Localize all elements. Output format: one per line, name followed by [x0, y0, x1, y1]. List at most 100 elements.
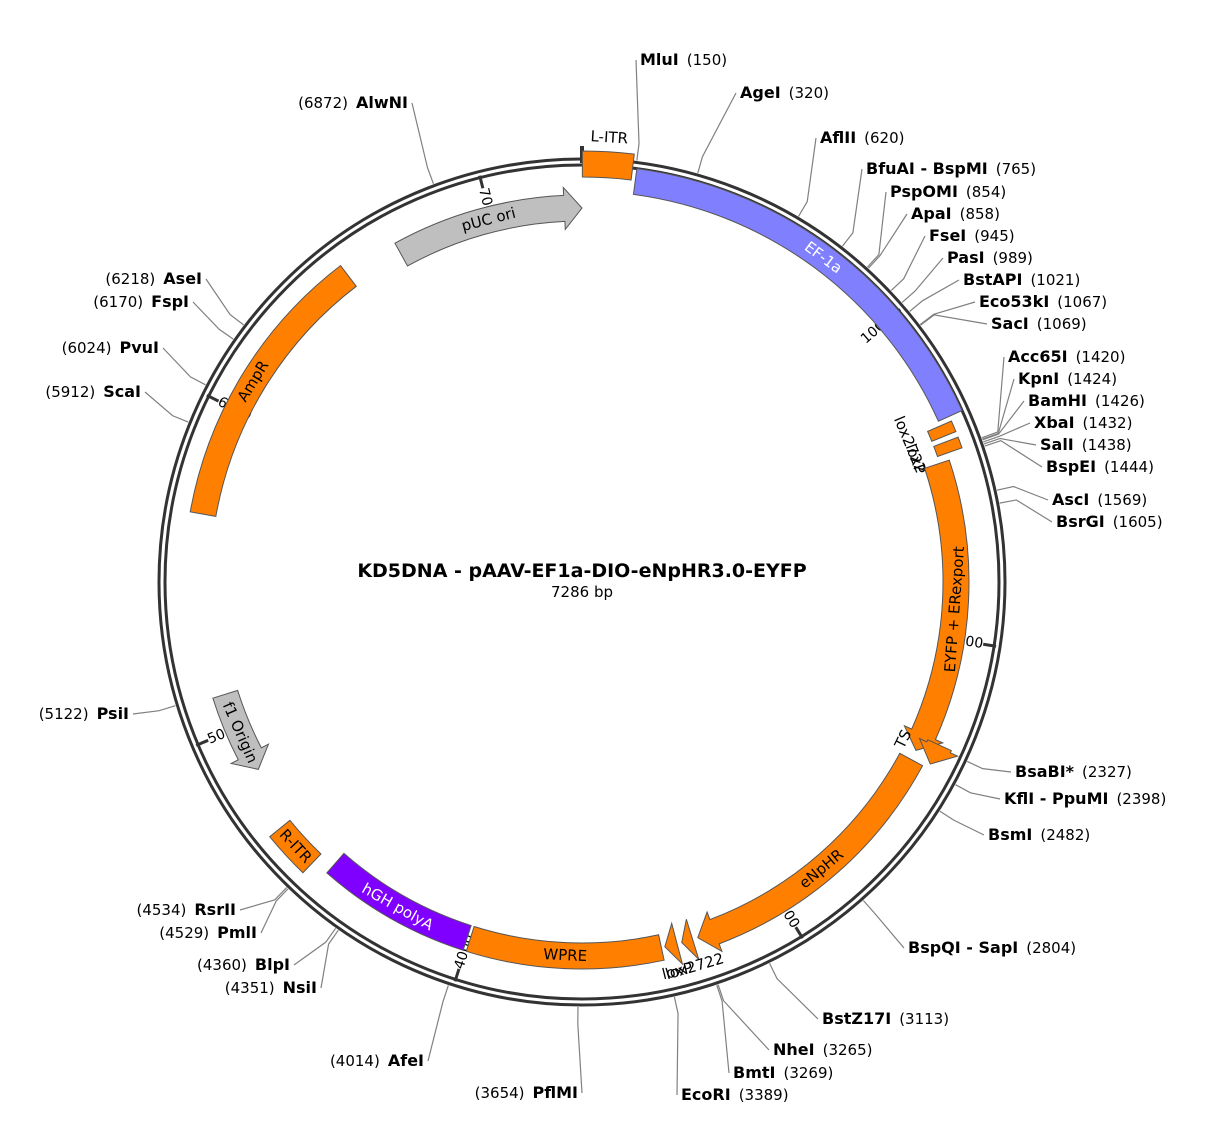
site-leader [890, 235, 926, 291]
site-label: BfuAI - BspMI(765) [866, 159, 1036, 178]
site-label: (6218)AseI [105, 269, 202, 288]
site-position: (2327) [1082, 763, 1132, 781]
site-leader [144, 391, 189, 423]
tick-7000 [478, 175, 485, 189]
site-leader [162, 347, 206, 386]
site-position: (1569) [1097, 491, 1147, 509]
site-leader [260, 888, 289, 934]
site-position: (1420) [1076, 348, 1126, 366]
feature-eyfp-erexport [903, 459, 970, 751]
site-leader [982, 378, 1015, 440]
site-label: Acc65I (1420) [1008, 347, 1125, 366]
site-label: (6024)PvuI [62, 338, 159, 357]
site-name: AlwNI [356, 93, 408, 112]
feature-label: L-ITR [590, 127, 629, 147]
site-label: (6872)AlwNI [298, 93, 408, 112]
site-position: (5912) [45, 383, 95, 401]
site-label: AscI(1569) [1052, 490, 1147, 509]
site-name: BsaBI* [1015, 762, 1075, 781]
site-name: NsiI [283, 978, 317, 997]
tick-5000 [195, 738, 209, 747]
site-leader [996, 485, 1049, 501]
site-name: BamHI [1028, 391, 1087, 410]
site-leader [716, 984, 730, 1074]
site-position: (3654) [475, 1084, 525, 1102]
site-position: (5122) [39, 705, 89, 723]
site-label: BsmI(2482) [988, 825, 1090, 844]
site-position: (3113) [899, 1010, 949, 1028]
site-name: AfeI [388, 1051, 424, 1070]
site-leader [320, 929, 339, 989]
site-leader [868, 213, 908, 269]
feature-loxp [664, 921, 684, 966]
site-name: KpnI [1018, 369, 1059, 388]
site-position: (3389) [739, 1086, 789, 1104]
site-label: (5912)ScaI [45, 382, 141, 401]
site-name: Eco53kI [979, 292, 1049, 311]
feature-puc-ori [394, 186, 583, 267]
site-position: (6024) [62, 339, 112, 357]
site-position: (320) [789, 84, 829, 102]
site-name: PflMI [533, 1083, 578, 1102]
site-name: BmtI [733, 1063, 775, 1082]
feature-hgh-polya [326, 852, 472, 951]
site-leader [697, 92, 737, 174]
site-label: MluI(150) [640, 50, 727, 69]
site-leader [577, 1006, 583, 1094]
site-label: FseI(945) [929, 226, 1015, 245]
site-label: (4014) AfeI [330, 1051, 424, 1070]
feature-wpre [465, 925, 665, 970]
site-label: ApaI (858) [911, 204, 1000, 223]
site-position: (3265) [823, 1041, 873, 1059]
site-leader [205, 278, 244, 326]
site-label: BsrGI(1605) [1056, 512, 1163, 531]
site-position: (858) [960, 205, 1000, 223]
site-position: (2482) [1040, 826, 1090, 844]
site-position: (1605) [1113, 513, 1163, 531]
site-position: (1067) [1057, 293, 1107, 311]
site-leader [673, 996, 679, 1096]
site-leader [862, 900, 905, 949]
site-label: BamHI(1426) [1028, 391, 1145, 410]
site-name: SacI [991, 314, 1029, 333]
site-label: BmtI(3269) [733, 1063, 833, 1082]
site-label: PasI(989) [947, 248, 1033, 267]
site-name: ApaI [911, 204, 952, 223]
site-position: (1432) [1083, 414, 1133, 432]
site-label: (4529)PmlI [159, 923, 257, 942]
site-leader [427, 985, 449, 1062]
site-label: BspEI(1444) [1046, 457, 1154, 476]
site-name: PsiI [97, 704, 129, 723]
site-name: BstAPI [963, 270, 1022, 289]
feature-l-itr [581, 150, 635, 181]
site-leader [635, 59, 640, 161]
site-position: (989) [993, 249, 1033, 267]
site-name: AgeI [740, 83, 781, 102]
site-name: NheI [773, 1040, 815, 1059]
site-position: (2398) [1116, 790, 1166, 808]
site-name: Acc65I [1008, 347, 1068, 366]
site-label: (4360) BlpI [197, 955, 290, 974]
plasmid-title: KD5DNA - pAAV-EF1a-DIO-eNpHR3.0-EYFP [357, 560, 806, 582]
site-leader [867, 191, 887, 268]
site-position: (765) [996, 160, 1036, 178]
restriction-sites: MluI(150)AgeI(320)AflII(620)BfuAI - BspM… [39, 50, 1167, 1104]
feature-ampr [189, 264, 357, 518]
feature-ts [918, 737, 960, 765]
site-name: AseI [163, 269, 202, 288]
site-name: FspI [151, 292, 189, 311]
site-label: NheI (3265) [773, 1040, 872, 1059]
backbone-outer-ring [157, 157, 1007, 1007]
site-position: (945) [974, 227, 1014, 245]
site-label: SalI(1438) [1040, 435, 1132, 454]
site-position: (4360) [197, 956, 247, 974]
site-name: BlpI [255, 955, 290, 974]
site-position: (4014) [330, 1052, 380, 1070]
site-position: (4351) [225, 979, 275, 997]
site-label: PspOMI(854) [890, 182, 1006, 201]
site-name: RsrII [194, 900, 236, 919]
site-leader [769, 963, 819, 1020]
site-label: AgeI (320) [740, 83, 829, 102]
site-leader [239, 887, 288, 911]
